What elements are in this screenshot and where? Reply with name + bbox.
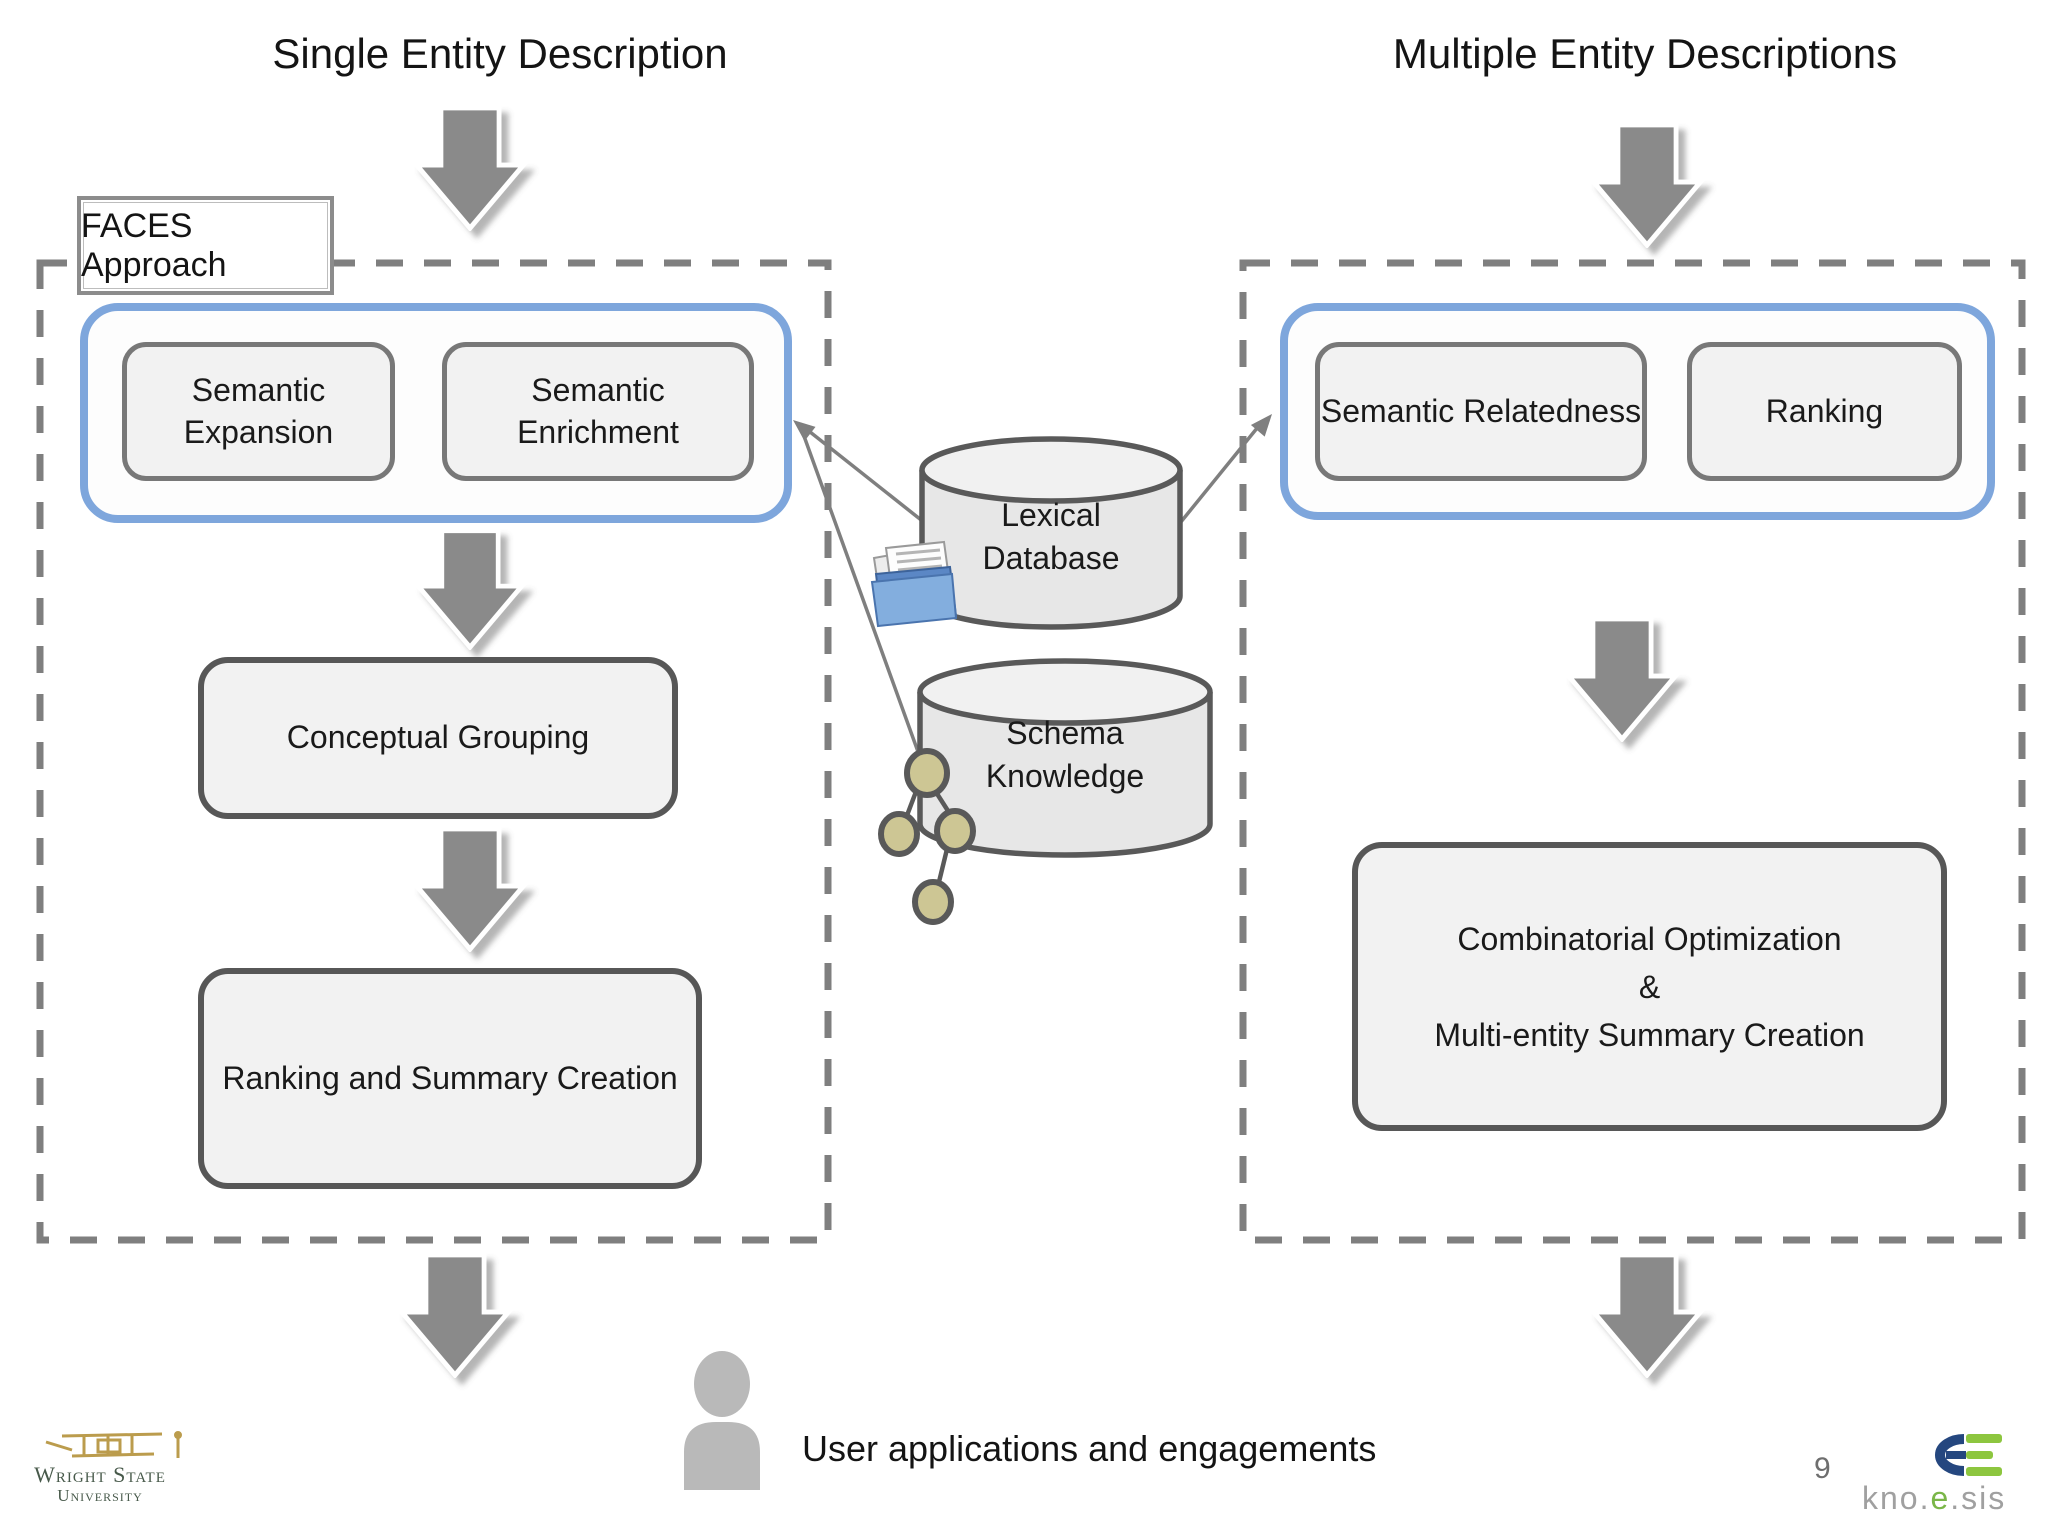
wsu-wordmark: Wright State University bbox=[15, 1462, 185, 1506]
single-entity-title: Single Entity Description bbox=[272, 30, 728, 77]
schema-knowledge-icon bbox=[917, 658, 1213, 858]
right-connector-arrowhead-icon bbox=[1250, 414, 1272, 437]
semantic-expansion-box: Semantic Expansion bbox=[122, 342, 395, 481]
ranking-summary-box: Ranking and Summary Creation bbox=[198, 968, 702, 1189]
lexical-to-left-connector bbox=[798, 422, 932, 529]
block-arrow-down-icon bbox=[418, 531, 521, 647]
block-arrow-down-icon bbox=[1594, 1255, 1701, 1375]
single-entity-dashed-container bbox=[36, 259, 832, 1244]
faces-approach-label: FACES Approach bbox=[77, 196, 334, 295]
combinatorial-line: Combinatorial Optimization bbox=[1457, 920, 1842, 957]
page-number: 9 bbox=[1814, 1452, 1831, 1485]
schema-label-line: Knowledge bbox=[985, 758, 1145, 795]
wsu-biplane-icon bbox=[45, 1431, 182, 1458]
combinatorial-box: Combinatorial Optimization & Multi-entit… bbox=[1352, 842, 1947, 1131]
wsu-line2: University bbox=[57, 1486, 143, 1505]
lexical-database-icon bbox=[919, 436, 1183, 630]
combinatorial-line: Multi-entity Summary Creation bbox=[1434, 1016, 1865, 1053]
user-silhouette-icon bbox=[684, 1351, 760, 1490]
block-arrow-down-icon bbox=[402, 1255, 509, 1375]
conceptual-grouping-box: Conceptual Grouping bbox=[198, 657, 678, 819]
wsu-line1: Wright State bbox=[34, 1462, 166, 1487]
user-caption: User applications and engagements bbox=[802, 1428, 1377, 1469]
knoesis-dot: . bbox=[1950, 1480, 1962, 1516]
folder-documents-icon bbox=[870, 540, 958, 628]
schema-knowledge-label: Schema Knowledge bbox=[965, 712, 1165, 798]
knoesis-post: sis bbox=[1961, 1480, 2007, 1516]
block-arrow-down-icon bbox=[1569, 619, 1676, 739]
knoesis-logo-icon bbox=[1935, 1434, 2002, 1476]
lexical-to-right-connector bbox=[1174, 420, 1264, 530]
knoesis-e: e bbox=[1930, 1480, 1951, 1516]
lexical-database-label: Lexical Database bbox=[951, 494, 1151, 580]
block-arrow-down-icon bbox=[417, 108, 524, 228]
lexical-label-line: Database bbox=[982, 540, 1120, 577]
left-connector-arrowhead-icon bbox=[793, 420, 816, 442]
connector-lines bbox=[798, 420, 1264, 761]
lexical-label-line: Lexical bbox=[1001, 497, 1101, 533]
schema-label-line: Schema bbox=[1006, 715, 1124, 751]
block-arrow-down-icon bbox=[417, 829, 524, 949]
knoesis-pre: kno bbox=[1862, 1480, 1920, 1516]
schema-to-left-connector bbox=[798, 424, 923, 761]
semantic-enrichment-box: Semantic Enrichment bbox=[442, 342, 754, 481]
multiple-entity-dashed-container bbox=[1239, 259, 2026, 1244]
semantic-relatedness-box: Semantic Relatedness bbox=[1315, 342, 1647, 481]
knoesis-wordmark: kno.e.sis bbox=[1862, 1480, 2006, 1517]
ranking-box: Ranking bbox=[1687, 342, 1962, 481]
graph-nodes-icon bbox=[878, 748, 976, 925]
knoesis-dot: . bbox=[1919, 1480, 1931, 1516]
combinatorial-line: & bbox=[1638, 968, 1661, 1005]
multiple-entity-title: Multiple Entity Descriptions bbox=[1392, 30, 1898, 77]
block-arrow-down-icon bbox=[1594, 125, 1701, 245]
